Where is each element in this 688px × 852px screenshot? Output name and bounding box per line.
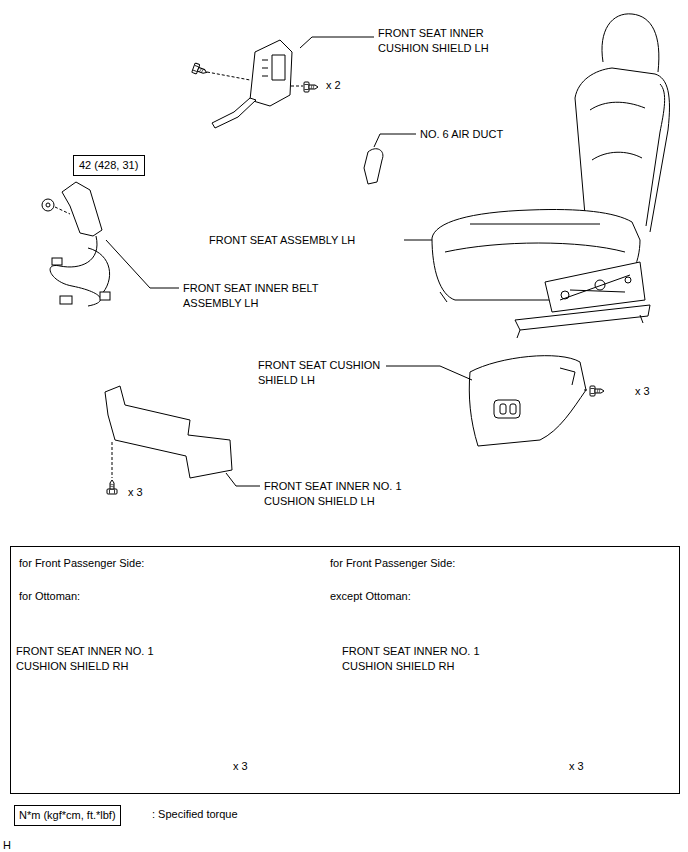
install-line <box>112 442 113 478</box>
alternative-parts-panel: for Front Passenger Side: for Ottoman: FRO… <box>10 546 680 794</box>
condition-note: for Front Passenger Side: <box>19 556 144 571</box>
part-name: FRONT SEAT INNER CUSHION SHIELD LH <box>378 26 503 56</box>
part-name: FRONT SEAT INNER NO. 1 CUSHION SHIELD LH <box>264 479 424 509</box>
cushion-shield-lh <box>494 400 520 418</box>
figure-code: H <box>3 838 11 852</box>
inner-belt-assembly <box>62 182 102 236</box>
nut-symbol <box>42 199 54 211</box>
seat-illustration <box>560 275 630 300</box>
part-name: FRONT SEAT INNER NO. 1 CUSHION SHIELD RH <box>16 644 176 674</box>
seat-illustration <box>545 262 645 312</box>
seat-illustration <box>432 14 669 338</box>
install-line <box>55 207 70 214</box>
condition-note: except Ottoman: <box>330 589 411 604</box>
cushion-shield-lh <box>469 356 586 446</box>
condition-note: for Ottoman: <box>19 589 80 604</box>
bolt-symbol <box>192 63 209 77</box>
inner-belt-assembly <box>50 236 100 306</box>
inner-belt-assembly <box>50 182 110 306</box>
condition-note: for Front Passenger Side: <box>330 556 455 571</box>
inner-no1-cushion-shield-lh <box>105 386 232 478</box>
seat-illustration <box>515 305 650 330</box>
leader-line <box>300 37 374 48</box>
seat-illustration <box>590 102 645 110</box>
inner-cushion-shield-lh <box>250 40 292 106</box>
nut-symbol <box>46 203 50 207</box>
torque-box: 42 (428, 31) <box>73 155 145 176</box>
air-duct-part <box>364 149 383 184</box>
cushion-shield-lh <box>510 404 516 414</box>
inner-belt-assembly <box>100 292 110 300</box>
seat-illustration <box>470 224 600 225</box>
install-line <box>584 390 589 391</box>
leader-line <box>374 134 416 147</box>
seat-illustration <box>602 14 659 72</box>
bolt-symbol <box>107 480 117 494</box>
inner-belt-assembly <box>88 248 110 296</box>
quantity: x 3 <box>128 485 143 500</box>
seat-illustration <box>646 84 665 226</box>
seat-illustration <box>445 243 625 252</box>
inner-cushion-shield-lh <box>212 98 256 128</box>
quantity: x 3 <box>569 759 584 774</box>
part-name: FRONT SEAT CUSHION SHIELD LH <box>258 358 393 388</box>
leader-line <box>404 240 432 241</box>
cushion-shield-lh <box>500 404 506 414</box>
legend-text: : Specified torque <box>152 807 238 822</box>
torque-unit: N*m (kgf*cm, ft.*lbf) <box>19 808 116 823</box>
part-name: FRONT SEAT INNER NO. 1 CUSHION SHIELD RH <box>342 644 502 674</box>
seat-illustration <box>575 68 669 232</box>
inner-cushion-shield-lh <box>262 60 268 76</box>
torque-value: 42 (428, 31) <box>79 158 138 173</box>
seat-illustration <box>595 280 605 290</box>
torque-legend-box: N*m (kgf*cm, ft.*lbf) <box>14 805 121 826</box>
part-name: NO. 6 AIR DUCT <box>420 127 503 142</box>
quantity: x 3 <box>233 759 248 774</box>
cushion-shield-lh <box>469 356 586 446</box>
seat-illustration <box>592 152 642 160</box>
bolt-symbol <box>304 82 318 92</box>
inner-cushion-shield-lh <box>212 40 292 128</box>
install-line <box>207 72 250 80</box>
cushion-shield-lh <box>560 368 575 385</box>
part-name: FRONT SEAT ASSEMBLY LH <box>209 233 355 248</box>
leader-line <box>106 240 179 288</box>
inner-cushion-shield-lh <box>272 55 285 80</box>
part-name: FRONT SEAT INNER BELT ASSEMBLY LH <box>183 281 333 311</box>
leader-line <box>386 366 472 380</box>
inner-belt-assembly <box>52 258 62 265</box>
seat-illustration <box>575 98 585 215</box>
install-line <box>291 86 303 87</box>
leader-line <box>226 473 260 486</box>
inner-belt-assembly <box>60 296 72 304</box>
bolt-symbol <box>590 386 604 396</box>
seat-illustration <box>625 277 631 283</box>
quantity: x 2 <box>326 78 341 93</box>
quantity: x 3 <box>635 384 650 399</box>
seat-illustration <box>440 292 643 338</box>
